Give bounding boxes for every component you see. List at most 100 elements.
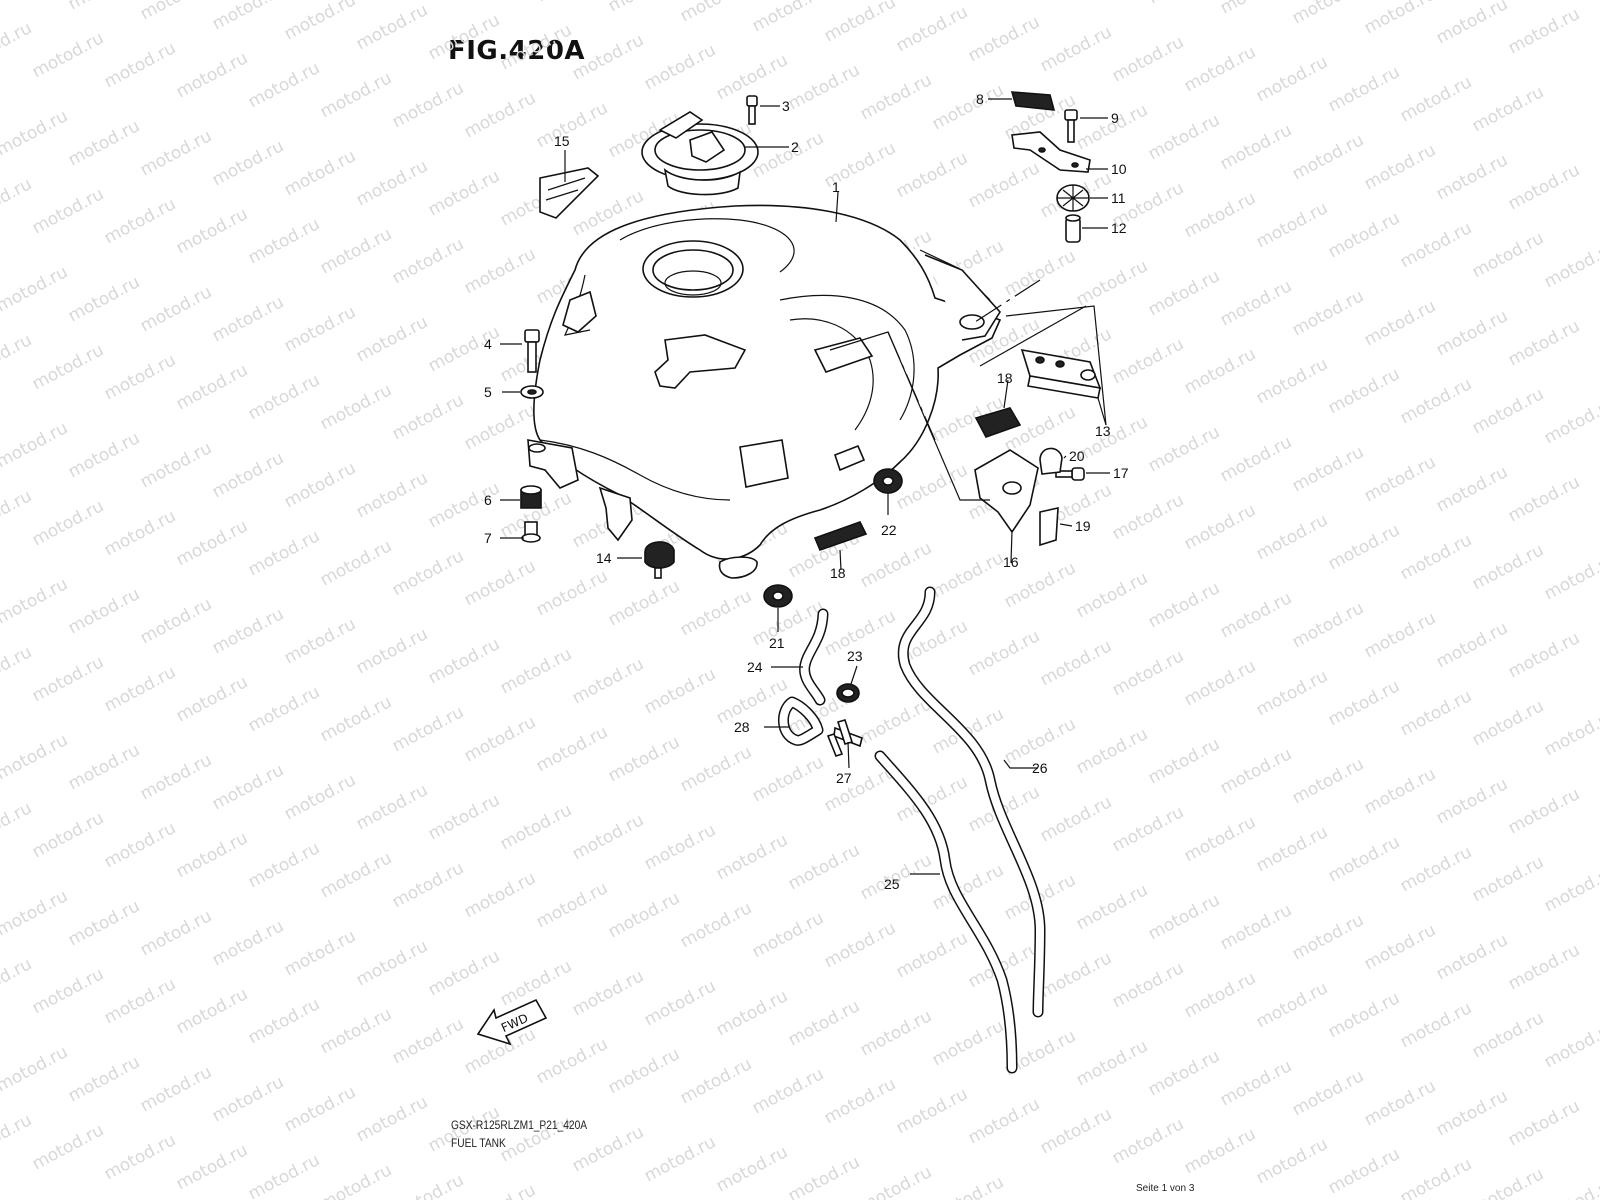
watermark-text: motod.ru — [641, 1132, 719, 1186]
hose-part-26[interactable] — [897, 586, 1046, 1018]
collar-part-7[interactable] — [521, 521, 541, 543]
watermark-text: motod.ru — [1181, 188, 1259, 242]
watermark-text: motod.ru — [1181, 812, 1259, 866]
watermark-text: motod.ru — [1541, 1018, 1600, 1072]
watermark-text: motod.ru — [1037, 792, 1115, 846]
watermark-text: motod.ru — [929, 80, 1007, 134]
watermark-text: motod.ru — [0, 1042, 71, 1096]
clamp-part-23[interactable] — [836, 683, 860, 703]
watermark-text: motod.ru — [641, 820, 719, 874]
watermark-text: motod.ru — [1181, 968, 1259, 1022]
cushion-part-6[interactable] — [520, 485, 542, 509]
cushion-part-22[interactable] — [873, 468, 903, 494]
watermark-text: motod.ru — [245, 682, 323, 736]
watermark-text: motod.ru — [1037, 1104, 1115, 1158]
watermark-text: motod.ru — [65, 272, 143, 326]
bolt-part-9[interactable] — [1064, 109, 1078, 143]
callout-7: 7 — [484, 530, 492, 546]
watermark-text: motod.ru — [1073, 880, 1151, 934]
watermark-text: motod.ru — [1433, 1086, 1511, 1140]
watermark-text: motod.ru — [209, 760, 287, 814]
cushion-part-14[interactable] — [644, 541, 675, 579]
watermark-text: motod.ru — [1433, 462, 1511, 516]
bracket-part-15[interactable] — [539, 167, 600, 219]
watermark-text: motod.ru — [173, 204, 251, 258]
watermark-text: motod.ru — [605, 1044, 683, 1098]
screw-part-17[interactable] — [1055, 467, 1085, 481]
watermark-text: motod.ru — [1397, 842, 1475, 896]
watermark-text: motod.ru — [29, 964, 107, 1018]
damper-part-20[interactable] — [1039, 447, 1063, 475]
watermark-text: motod.ru — [533, 1034, 611, 1088]
watermark-text: motod.ru — [929, 1016, 1007, 1070]
watermark-text: motod.ru — [713, 830, 791, 884]
watermark-text: motod.ru — [1145, 890, 1223, 944]
watermark-text: motod.ru — [317, 848, 395, 902]
watermark-text: motod.ru — [317, 1004, 395, 1058]
hose-part-25[interactable] — [874, 750, 1018, 1074]
watermark-text: motod.ru — [281, 614, 359, 668]
watermark-text: motod.ru — [353, 936, 431, 990]
holder-part-13[interactable] — [1020, 348, 1102, 399]
pad-part-18-lower[interactable] — [813, 521, 868, 552]
watermark-text: motod.ru — [209, 1072, 287, 1126]
watermark-text: motod.ru — [1325, 520, 1403, 574]
washer-part-5[interactable] — [520, 385, 544, 399]
watermark-text: motod.ru — [461, 244, 539, 298]
collar-part-12[interactable] — [1065, 214, 1081, 243]
watermark-text: motod.ru — [353, 1092, 431, 1146]
watermark-text: motod.ru — [1181, 344, 1259, 398]
watermark-text: motod.ru — [785, 840, 863, 894]
watermark-text: motod.ru — [1145, 734, 1223, 788]
hose-part-24[interactable] — [799, 608, 829, 706]
watermark-text: motod.ru — [1469, 696, 1547, 750]
watermark-text: motod.ru — [101, 38, 179, 92]
fuel-cap-part-2[interactable] — [641, 111, 759, 196]
callout-17: 17 — [1113, 465, 1129, 481]
watermark-text: motod.ru — [173, 516, 251, 570]
watermark-text: motod.ru — [1541, 706, 1600, 760]
callout-1: 1 — [832, 179, 840, 195]
pad-part-18-upper[interactable] — [974, 407, 1022, 438]
pad-part-8[interactable] — [1010, 91, 1056, 111]
watermark-text: motod.ru — [0, 106, 71, 160]
watermark-text: motod.ru — [533, 722, 611, 776]
watermark-text: motod.ru — [389, 1170, 467, 1200]
grommet-part-11[interactable] — [1056, 184, 1090, 212]
watermark-text: motod.ru — [389, 1014, 467, 1068]
watermark-text: motod.ru — [821, 918, 899, 972]
watermark-text: motod.ru — [1289, 0, 1367, 28]
watermark-text: motod.ru — [389, 702, 467, 756]
watermark-text: motod.ru — [389, 858, 467, 912]
watermark-text: motod.ru — [1037, 22, 1115, 76]
watermark-text: motod.ru — [1505, 316, 1583, 370]
watermark-text: motod.ru — [1181, 656, 1259, 710]
watermark-text: motod.ru — [281, 926, 359, 980]
watermark-text: motod.ru — [1217, 744, 1295, 798]
watermark-text: motod.ru — [1145, 422, 1223, 476]
bolt-part-3[interactable] — [746, 95, 758, 125]
pad-part-19[interactable] — [1039, 506, 1059, 547]
bolt-part-4[interactable] — [524, 329, 540, 373]
watermark-text: motod.ru — [1505, 628, 1583, 682]
watermark-text: motod.ru — [1289, 442, 1367, 496]
watermark-text: motod.ru — [353, 780, 431, 834]
watermark-text: motod.ru — [1109, 32, 1187, 86]
watermark-text: motod.ru — [569, 30, 647, 84]
watermark-text: motod.ru — [1361, 920, 1439, 974]
callout-16: 16 — [1003, 554, 1019, 570]
watermark-text: motod.ru — [317, 536, 395, 590]
joint-part-27[interactable] — [826, 719, 863, 757]
watermark-text: motod.ru — [1469, 82, 1547, 136]
cushion-part-21[interactable] — [763, 584, 793, 608]
bracket-part-10[interactable] — [1011, 131, 1091, 173]
watermark-text: motod.ru — [1109, 1114, 1187, 1168]
watermark-text: motod.ru — [29, 184, 107, 238]
callout-27: 27 — [836, 770, 852, 786]
watermark-text: motod.ru — [1217, 432, 1295, 486]
figure-name: FUEL TANK — [451, 1136, 506, 1150]
watermark-text: motod.ru — [1073, 568, 1151, 622]
bracket-part-16[interactable] — [974, 449, 1039, 534]
watermark-text: motod.ru — [281, 458, 359, 512]
hose-part-28[interactable] — [778, 696, 824, 746]
